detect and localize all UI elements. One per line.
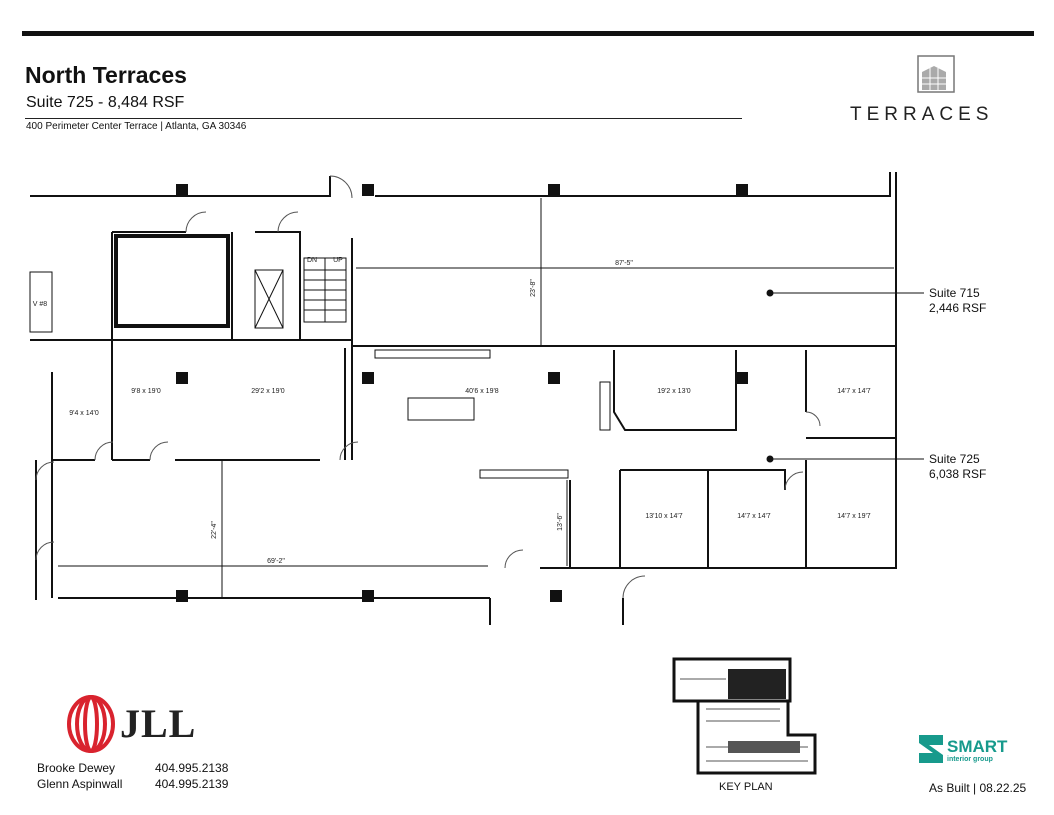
- column-2: [362, 184, 374, 196]
- contact-phone: 404.995.2139: [155, 777, 229, 791]
- dim-corridor: 13'-6": [557, 513, 564, 531]
- room-label-6: 14'7 x 14'7: [837, 388, 871, 395]
- svg-text:SMART: SMART: [947, 737, 1008, 756]
- key-plan-label: KEY PLAN: [719, 781, 773, 793]
- suite-725-name: Suite 725: [929, 452, 980, 466]
- dim-upper-depth: 23'-8": [530, 279, 537, 297]
- address-rule: [25, 118, 742, 119]
- suite-715-marker: [766, 289, 774, 297]
- page-title: North Terraces: [25, 62, 187, 88]
- svg-text:interior group: interior group: [947, 756, 993, 763]
- column-8: [736, 372, 748, 384]
- column-7: [548, 372, 560, 384]
- room-label-9: 14'7 x 19'7: [837, 513, 871, 520]
- suite-715-name: Suite 715: [929, 286, 980, 300]
- room-label-8: 14'7 x 14'7: [737, 513, 771, 520]
- contact-phone: 404.995.2138: [155, 761, 229, 775]
- door-arc-4: [149, 441, 169, 461]
- dim-overall-upper: 87'-5": [615, 260, 633, 267]
- door-arc-6: [504, 549, 524, 569]
- column-11: [550, 590, 562, 602]
- jll-logo-icon: [67, 695, 115, 753]
- lower-rooms: [619, 460, 807, 568]
- room-label-7: 13'10 x 14'7: [645, 513, 682, 520]
- door-arc-7: [622, 575, 646, 599]
- counter-4: [374, 349, 491, 359]
- door-arc-11: [329, 175, 353, 199]
- column-10: [362, 590, 374, 602]
- header-rule: [22, 31, 1034, 36]
- counter-3: [599, 381, 611, 431]
- jll-wordmark: JLL: [120, 701, 197, 746]
- building-address: 400 Perimeter Center Terrace | Atlanta, …: [26, 121, 247, 132]
- door-arc-5: [339, 441, 359, 461]
- elevator-label: V #8: [33, 301, 48, 308]
- suite-725-area: 6,038 RSF: [929, 467, 986, 481]
- column-5: [176, 372, 188, 384]
- contact-row: Glenn Aspinwall 404.995.2139: [37, 777, 228, 791]
- stair-up-label: UP: [333, 257, 343, 264]
- stair-down-label: DN: [307, 257, 317, 264]
- door-arc-8: [784, 471, 804, 491]
- door-arc-12: [805, 411, 821, 427]
- as-built-date: As Built | 08.22.25: [929, 781, 1027, 795]
- dim-overall-lower: 69'-2": [267, 558, 285, 565]
- elevator-shaft: [114, 234, 230, 328]
- room-label-1: 9'4 x 14'0: [69, 410, 99, 417]
- room6-walls: [805, 350, 896, 439]
- room-label-2: 9'8 x 19'0: [131, 388, 161, 395]
- floor-plan: 87'-5" 69'-2" 23'-8" 22'-4" 13'-6" 9'4 x…: [29, 172, 986, 625]
- contact-name: Glenn Aspinwall: [37, 777, 123, 791]
- key-plan-diagram: [672, 657, 817, 775]
- door-arc-2: [277, 211, 299, 233]
- room-label-4: 40'6 x 19'8: [465, 388, 499, 395]
- room-label-3: 29'2 x 19'0: [251, 388, 285, 395]
- dim-lower-depth: 22'-4": [211, 521, 218, 539]
- suite-subtitle: Suite 725 - 8,484 RSF: [26, 94, 185, 111]
- counter-2: [479, 469, 569, 479]
- contact-name: Brooke Dewey: [37, 761, 116, 775]
- door-arc-10: [35, 541, 55, 561]
- brand-wordmark: TERRACES: [850, 104, 994, 125]
- column-1: [176, 184, 188, 196]
- lower-band: [351, 238, 896, 347]
- shaft-box: [254, 269, 284, 329]
- west-wall: [30, 339, 113, 600]
- column-4: [736, 184, 748, 196]
- south-wall: [58, 567, 624, 625]
- door-arc-1: [185, 211, 207, 233]
- column-6: [362, 372, 374, 384]
- terraces-logo-icon: [917, 55, 955, 93]
- room5-walls: [613, 350, 737, 431]
- room-label-5: 19'2 x 13'0: [657, 388, 691, 395]
- suite-725-marker: [766, 455, 774, 463]
- elevator-box: [29, 271, 53, 333]
- smart-interior-group-logo-icon: SMART interior group: [919, 735, 1008, 763]
- divider-1: [112, 339, 353, 460]
- door-arc-3: [94, 441, 114, 461]
- upper-east-wall: [620, 172, 897, 569]
- door-arc-9: [35, 461, 55, 481]
- column-9: [176, 590, 188, 602]
- column-3: [548, 184, 560, 196]
- suite-715-area: 2,446 RSF: [929, 301, 986, 315]
- corridor-wall: [344, 348, 571, 569]
- contact-row: Brooke Dewey 404.995.2138: [37, 761, 228, 775]
- upper-north-wall: [30, 172, 891, 197]
- counter-1: [407, 397, 475, 421]
- core-upper: [111, 231, 301, 340]
